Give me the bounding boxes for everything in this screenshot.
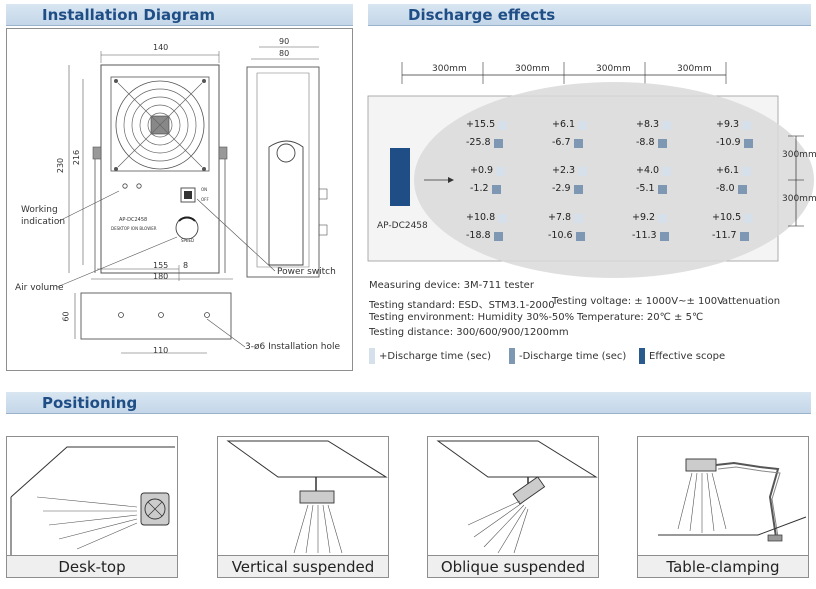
switch-on-label: ON bbox=[201, 187, 208, 192]
dist-top-3: 300mm bbox=[596, 64, 631, 74]
minus-swatch bbox=[573, 138, 583, 148]
legend-minus: -Discharge time (sec) bbox=[509, 348, 626, 364]
installation-title: Installation Diagram bbox=[42, 6, 216, 24]
position-oblique: Oblique suspended bbox=[427, 436, 599, 578]
minus-swatch bbox=[737, 184, 747, 194]
info-voltage: Testing voltage: ± 1000V~± 100V bbox=[552, 296, 724, 307]
minus-swatch bbox=[491, 184, 501, 194]
plus-swatch bbox=[496, 166, 506, 176]
label-indication: indication bbox=[21, 217, 66, 227]
cell-r1-c2: +6.1 -6.7 bbox=[552, 116, 588, 152]
dist-top-2: 300mm bbox=[515, 64, 550, 74]
label-working: Working bbox=[21, 205, 58, 215]
cell-r2-c1: +0.9 -1.2 bbox=[470, 162, 506, 198]
minus-swatch bbox=[659, 231, 669, 241]
dim-230: 230 bbox=[56, 157, 66, 174]
dim-110: 110 bbox=[153, 346, 169, 355]
dim-140: 140 bbox=[153, 43, 169, 52]
vertical-illustration bbox=[226, 440, 388, 554]
info-standard: Testing standard: ESD、STM3.1-2000 bbox=[369, 300, 555, 311]
info-attenuation: attenuation bbox=[722, 296, 781, 307]
dist-top-1: 300mm bbox=[432, 64, 467, 74]
plus-swatch bbox=[498, 120, 508, 130]
cell-r2-c3: +4.0 -5.1 bbox=[636, 162, 672, 198]
knob-label: SPEED bbox=[181, 238, 195, 243]
positioning-banner: Positioning bbox=[6, 392, 811, 414]
caption-table-clamping: Table-clamping bbox=[638, 555, 808, 577]
cell-r3-c4: +10.5 -11.7 bbox=[712, 209, 754, 245]
label-air-volume: Air volume bbox=[15, 283, 64, 293]
dim-60: 60 bbox=[61, 311, 71, 322]
caption-desktop: Desk-top bbox=[7, 555, 177, 577]
plus-swatch bbox=[662, 166, 672, 176]
position-table-clamping: Table-clamping bbox=[637, 436, 809, 578]
installation-panel: 140 90 80 230 216 155 8 180 60 110 Worki… bbox=[6, 28, 353, 371]
dim-180: 180 bbox=[153, 272, 169, 281]
legend-effective: Effective scope bbox=[639, 348, 725, 364]
minus-swatch bbox=[493, 138, 503, 148]
position-desktop: Desk-top bbox=[6, 436, 178, 578]
minus-swatch bbox=[739, 231, 749, 241]
cell-r3-c1: +10.8 -18.8 bbox=[466, 209, 508, 245]
plus-swatch bbox=[578, 120, 588, 130]
dist-side-2: 300mm bbox=[782, 194, 816, 204]
minus-swatch bbox=[657, 138, 667, 148]
legend-effective-swatch bbox=[639, 348, 645, 364]
dim-90: 90 bbox=[279, 37, 290, 46]
discharge-banner: Discharge effects bbox=[368, 4, 811, 26]
dist-side-1: 300mm bbox=[782, 150, 816, 160]
cell-r1-c1: +15.5 -25.8 bbox=[466, 116, 508, 152]
positioning-title: Positioning bbox=[42, 394, 138, 412]
switch-off-label: OFF bbox=[201, 197, 209, 202]
legend-minus-swatch bbox=[509, 348, 515, 364]
plus-swatch bbox=[498, 213, 508, 223]
plus-swatch bbox=[742, 166, 752, 176]
discharge-drawing bbox=[367, 62, 814, 278]
cell-r1-c3: +8.3 -8.8 bbox=[636, 116, 672, 152]
dim-8: 8 bbox=[183, 261, 189, 270]
caption-oblique: Oblique suspended bbox=[428, 555, 598, 577]
plus-swatch bbox=[742, 120, 752, 130]
oblique-illustration bbox=[436, 440, 598, 554]
plus-swatch bbox=[578, 166, 588, 176]
dim-80: 80 bbox=[279, 49, 290, 58]
plus-swatch bbox=[574, 213, 584, 223]
model-plate-sub: DESKTOP ION BLOWER bbox=[111, 226, 157, 231]
minus-swatch bbox=[493, 231, 503, 241]
desktop-illustration bbox=[10, 446, 175, 557]
installation-drawing bbox=[56, 46, 328, 354]
table-clamping-illustration bbox=[658, 458, 807, 542]
device-model-label: AP-DC2458 bbox=[377, 221, 428, 231]
caption-vertical: Vertical suspended bbox=[218, 555, 388, 577]
dim-155: 155 bbox=[153, 261, 169, 270]
installation-banner: Installation Diagram bbox=[6, 4, 353, 26]
info-environment: Testing environment: Humidity 30%-50% bbox=[369, 312, 575, 323]
minus-swatch bbox=[657, 184, 667, 194]
legend-plus-swatch bbox=[369, 348, 375, 364]
plus-swatch bbox=[662, 120, 672, 130]
cell-r1-c4: +9.3 -10.9 bbox=[716, 116, 753, 152]
dist-top-4: 300mm bbox=[677, 64, 712, 74]
label-power-switch: Power switch bbox=[277, 267, 336, 277]
minus-swatch bbox=[743, 138, 753, 148]
minus-swatch bbox=[573, 184, 583, 194]
plus-swatch bbox=[658, 213, 668, 223]
cell-r3-c2: +7.8 -10.6 bbox=[548, 209, 585, 245]
cell-r2-c2: +2.3 -2.9 bbox=[552, 162, 588, 198]
info-device: Measuring device: 3M-711 tester bbox=[369, 280, 534, 291]
legend-plus: +Discharge time (sec) bbox=[369, 348, 491, 364]
minus-swatch bbox=[575, 231, 585, 241]
info-distance: Testing distance: 300/600/900/1200mm bbox=[369, 327, 569, 338]
cell-r3-c3: +9.2 -11.3 bbox=[632, 209, 669, 245]
model-plate: AP-DC2458 bbox=[119, 217, 148, 223]
dim-216: 216 bbox=[72, 149, 82, 166]
info-temperature: Temperature: 20℃ ± 5℃ bbox=[577, 312, 704, 323]
label-installation-hole: 3-ø6 Installation hole bbox=[245, 342, 341, 352]
plus-swatch bbox=[744, 213, 754, 223]
discharge-title: Discharge effects bbox=[408, 6, 556, 24]
position-vertical: Vertical suspended bbox=[217, 436, 389, 578]
cell-r2-c4: +6.1 -8.0 bbox=[716, 162, 752, 198]
